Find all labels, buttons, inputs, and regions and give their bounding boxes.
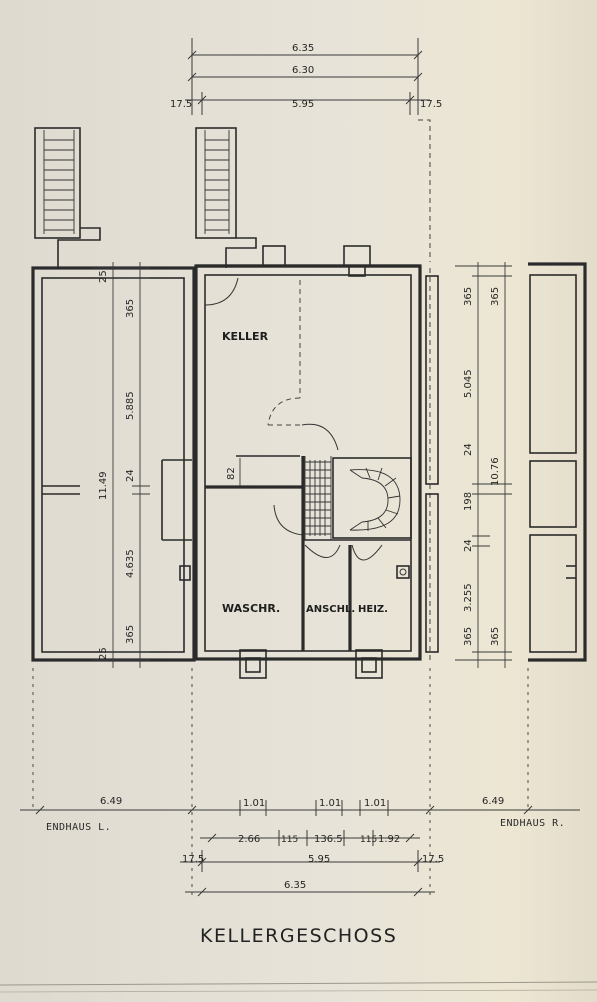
dim-left-bottom-seg: 365: [125, 625, 136, 644]
dim-left-mid-wall: 24: [125, 469, 136, 482]
dim-bottom-right-house: 6.49: [482, 796, 504, 807]
label-endhaus-left: ENDHAUS L.: [46, 822, 111, 833]
dim-right-total: 10.76: [490, 457, 501, 486]
dim-bottom-win1: 1.01: [243, 798, 265, 809]
room-label-heiz: HEIZ.: [358, 604, 388, 615]
right-dimensions: 365 365 5.045 24 10.76 198 24 3.255 365 …: [455, 262, 512, 668]
dim-bottom-win2: 1.01: [319, 798, 341, 809]
room-label-anschl: ANSCHL.: [306, 604, 355, 615]
right-house: [425, 262, 587, 662]
paper-fold-line: [0, 981, 597, 986]
dim-bottom-overall: 6.35: [284, 880, 306, 891]
dim-bottom-seg2: 115: [281, 835, 298, 845]
dim-right-top-b: 365: [490, 287, 501, 306]
drawing-title: KELLERGESCHOSS: [200, 925, 397, 947]
dim-left-top-wall: 25: [98, 270, 109, 283]
dim-right-wall2: 24: [463, 539, 474, 552]
dim-right-seg3255: 3.255: [463, 583, 474, 612]
dim-right-wall1: 24: [463, 443, 474, 456]
dim-bottom-seg1: 2.66: [238, 834, 260, 845]
dim-door-height: 82: [226, 467, 237, 480]
dim-bottom-seg4: 115: [360, 835, 377, 845]
dim-right-upper: 5.045: [463, 369, 474, 398]
dim-top-wall-left: 17.5: [170, 99, 192, 110]
spiral-stair: [349, 467, 401, 531]
straight-stair: [304, 456, 332, 540]
dim-right-top-a: 365: [463, 287, 474, 306]
room-label-waschr: WASCHR.: [222, 602, 280, 615]
dim-right-bot-a: 365: [463, 627, 474, 646]
left-stair: [43, 130, 75, 234]
dim-right-bot-b: 365: [490, 627, 501, 646]
dim-bottom-wall-left: 17.5: [182, 854, 204, 865]
paper-fold-line: [0, 989, 597, 993]
dim-bottom-inner: 5.95: [308, 854, 330, 865]
dim-left-upper: 5.885: [125, 391, 136, 420]
room-label-keller: KELLER: [222, 330, 269, 343]
center-entry-stair: [204, 130, 230, 234]
dim-top-mid: 6.30: [292, 65, 314, 76]
dim-bottom-left-house: 6.49: [100, 796, 122, 807]
label-endhaus-right: ENDHAUS R.: [500, 818, 565, 829]
dim-bottom-seg5: 1.92: [378, 834, 400, 845]
dim-bottom-wall-right: 17.5: [422, 854, 444, 865]
dim-top-overall: 6.35: [292, 43, 314, 54]
top-dimensions: 6.35 6.30 5.95 17.5 17.5: [170, 38, 442, 115]
center-house: KELLER WASCHR. ANSCHL. HEIZ. 82: [194, 119, 431, 679]
dim-left-bottom-wall: 25: [98, 647, 109, 660]
bottom-dimensions: 6.49 6.49 1.01 1.01 1.01 2.66 115 136.5 …: [20, 796, 580, 897]
extension-lines: [32, 668, 529, 900]
left-dimensions: 25 365 5.885 24 11.49 4.635 365 25: [92, 262, 150, 668]
dim-top-wall-right: 17.5: [420, 99, 442, 110]
dim-left-top-seg: 365: [125, 299, 136, 318]
dim-left-total: 11.49: [98, 471, 109, 500]
dim-top-inner: 5.95: [292, 99, 314, 110]
dim-bottom-seg3: 136.5: [314, 834, 343, 845]
dim-right-seg198: 198: [463, 492, 474, 511]
dim-left-lower: 4.635: [125, 549, 136, 578]
dim-bottom-win3: 1.01: [364, 798, 386, 809]
